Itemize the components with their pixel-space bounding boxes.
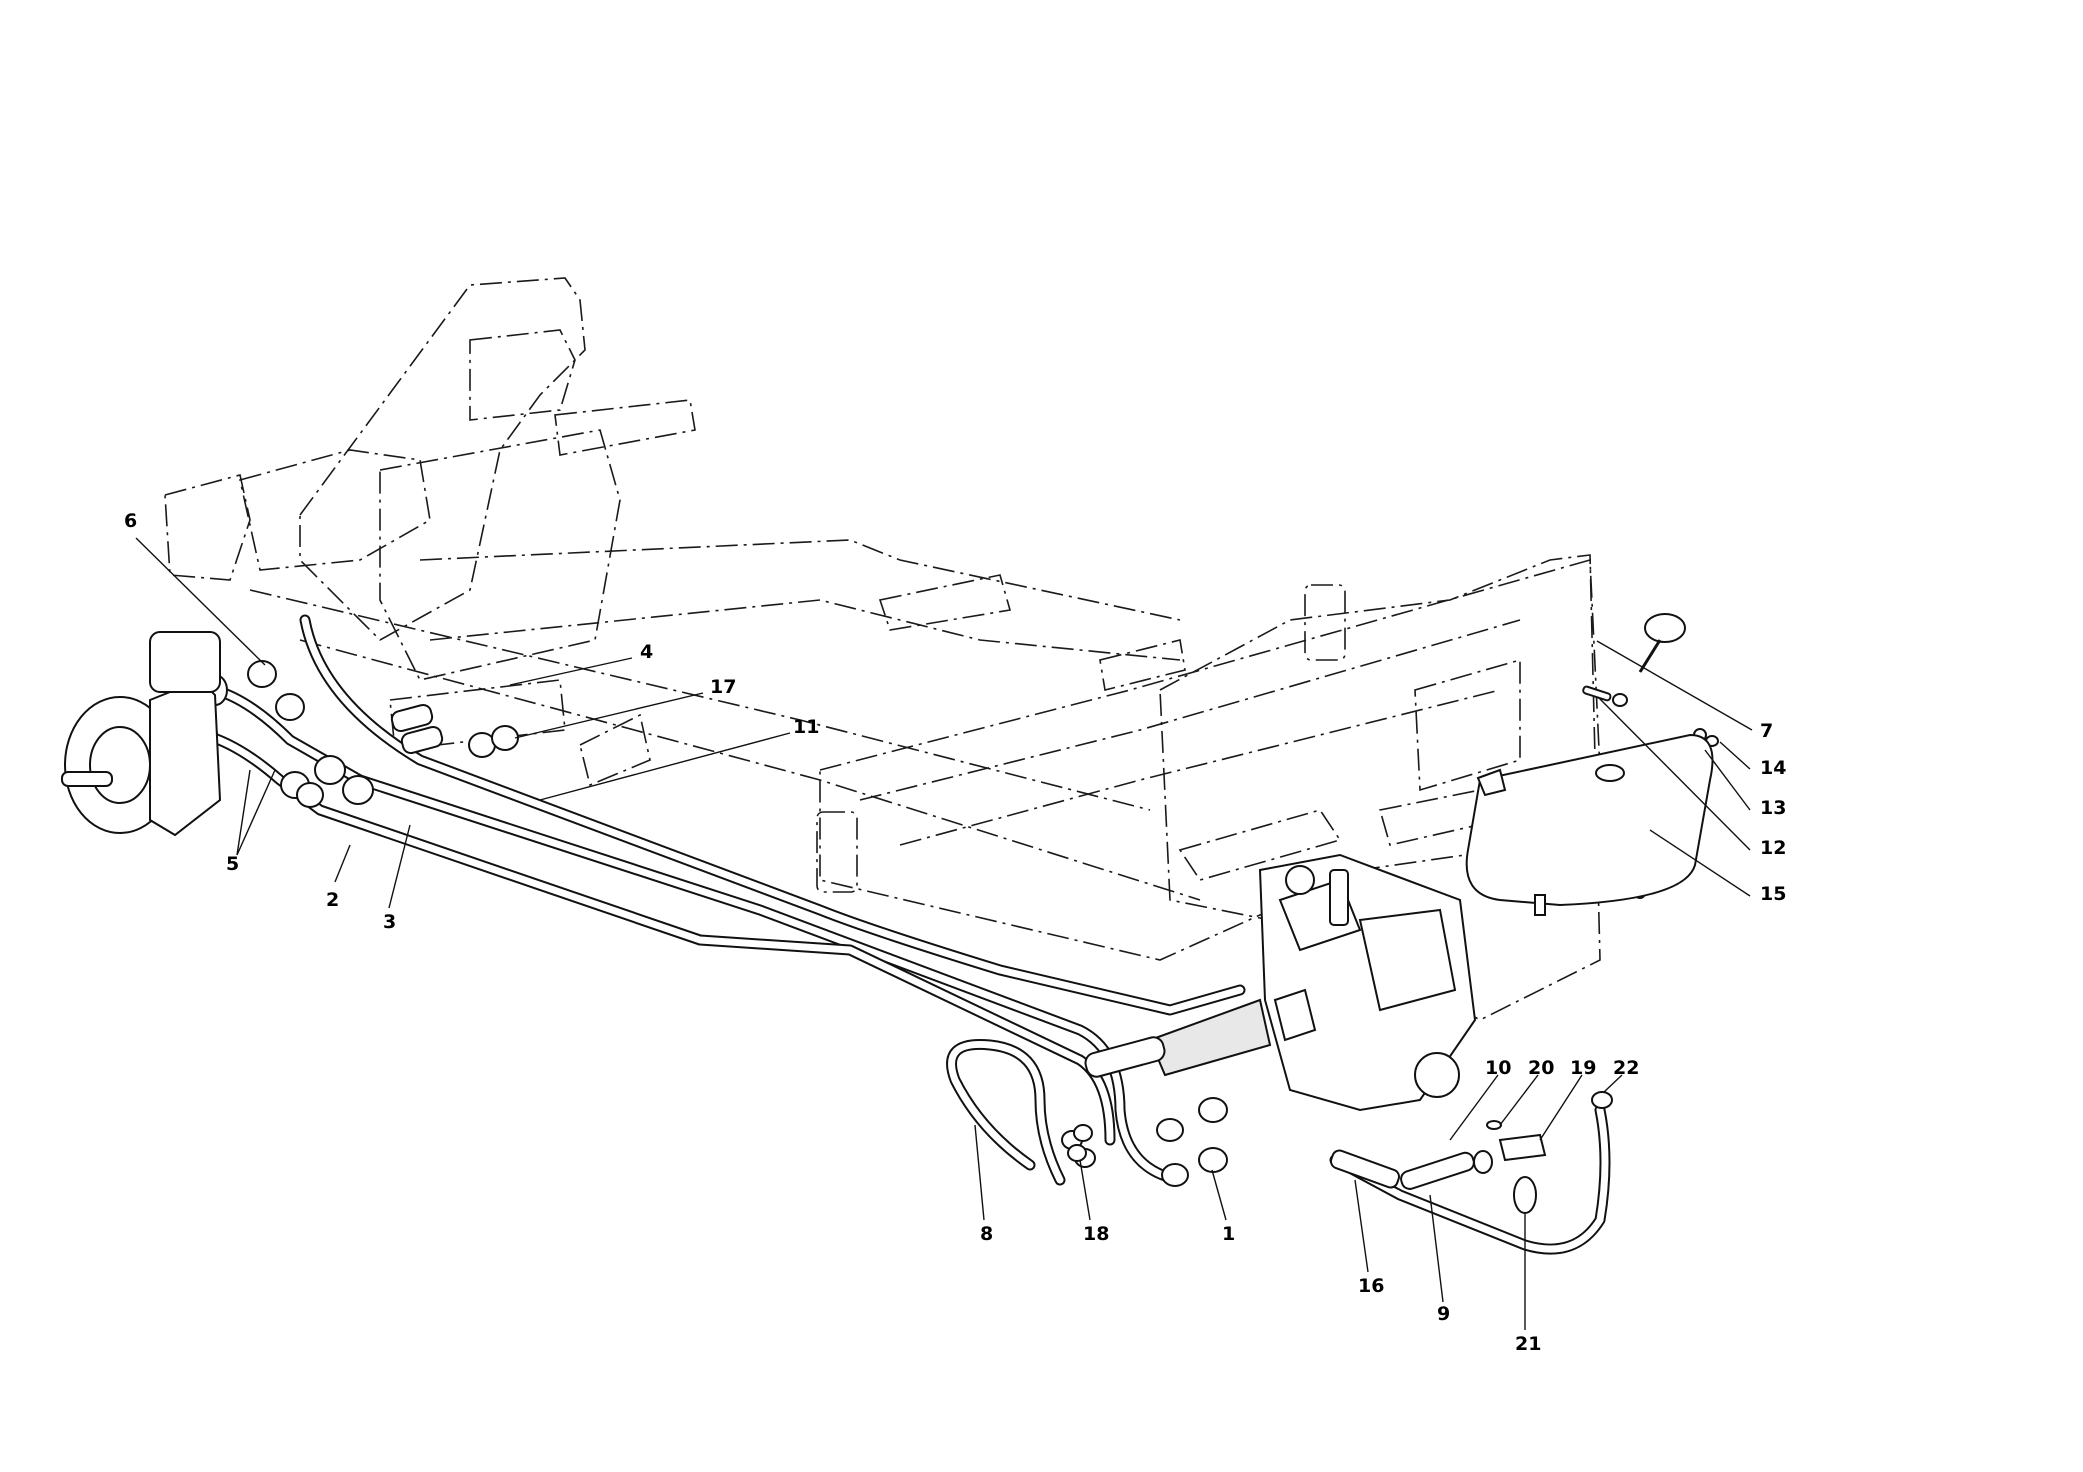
hydraulic-pump (61, 631, 222, 837)
callout-3: 3 (383, 911, 396, 933)
callout-labels: 6 4 17 11 5 2 3 7 14 13 12 15 10 20 19 2… (124, 510, 1786, 1355)
callout-12: 12 (1760, 837, 1786, 859)
callout-15: 15 (1760, 883, 1786, 905)
callout-8: 8 (980, 1223, 993, 1245)
callout-19: 19 (1570, 1057, 1596, 1079)
fittings (192, 660, 1719, 1214)
callout-2: 2 (326, 889, 339, 911)
hydraulic-lines (199, 614, 1611, 1255)
callout-10: 10 (1485, 1057, 1511, 1079)
callout-5: 5 (226, 853, 239, 875)
callout-1: 1 (1222, 1223, 1235, 1245)
callout-13: 13 (1760, 797, 1786, 819)
callout-4: 4 (640, 641, 653, 663)
callout-9: 9 (1437, 1303, 1450, 1325)
oil-tank (1465, 733, 1714, 916)
chassis-frame-outline (164, 277, 1601, 1021)
callout-17: 17 (710, 676, 736, 698)
callout-11: 11 (793, 716, 819, 738)
leader-lines (135, 537, 1753, 1330)
dipstick (1638, 613, 1686, 673)
transaxle-assembly (1084, 853, 1477, 1112)
callout-18: 18 (1083, 1223, 1109, 1245)
callout-22: 22 (1613, 1057, 1639, 1079)
callout-20: 20 (1528, 1057, 1554, 1079)
callout-6: 6 (124, 510, 137, 532)
callout-7: 7 (1760, 720, 1773, 742)
callout-14: 14 (1760, 757, 1786, 779)
callout-21: 21 (1515, 1333, 1541, 1355)
callout-16: 16 (1358, 1275, 1384, 1297)
